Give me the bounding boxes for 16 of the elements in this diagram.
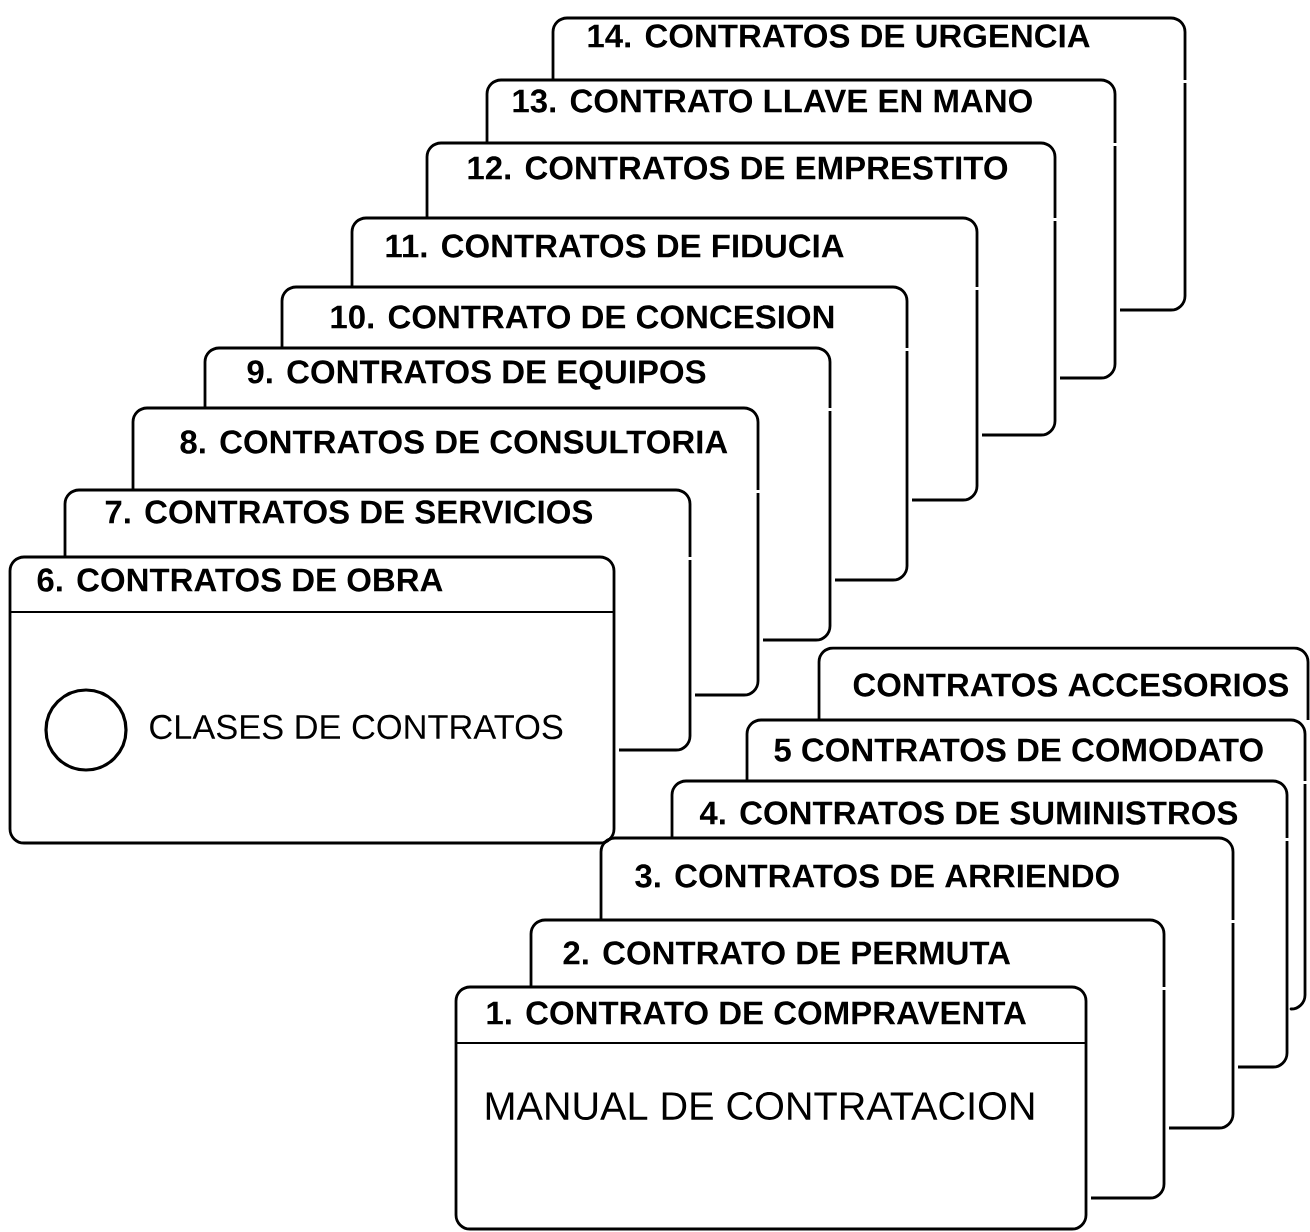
card: 10. CONTRATO DE CONCESION <box>280 285 909 348</box>
card: 11. CONTRATOS DE FIDUCIA <box>350 216 979 287</box>
card: 2. CONTRATO DE PERMUTA <box>529 918 1166 987</box>
card: CONTRATOS ACCESORIOS <box>817 646 1310 720</box>
card: 1. CONTRATO DE COMPRAVENTA MANUAL DE CONTRATACION <box>454 985 1088 1231</box>
circle-symbol <box>44 688 128 772</box>
card: 5 CONTRATOS DE COMODATO <box>745 718 1307 781</box>
card: 8. CONTRATOS DE CONSULTORIA <box>131 406 760 490</box>
card: 3. CONTRATOS DE ARRIENDO <box>599 836 1235 920</box>
card: 12. CONTRATOS DE EMPRESTITO <box>425 141 1057 218</box>
card: 9. CONTRATOS DE EQUIPOS <box>203 346 832 408</box>
card: 13. CONTRATO LLAVE EN MANO <box>485 78 1117 143</box>
card: 4. CONTRATOS DE SUMINISTROS <box>670 779 1289 838</box>
card: 7. CONTRATOS DE SERVICIOS <box>63 488 692 557</box>
card: 6. CONTRATOS DE OBRA CLASES DE CONTRATOS <box>8 555 616 845</box>
card: 14. CONTRATOS DE URGENCIA <box>551 16 1187 80</box>
